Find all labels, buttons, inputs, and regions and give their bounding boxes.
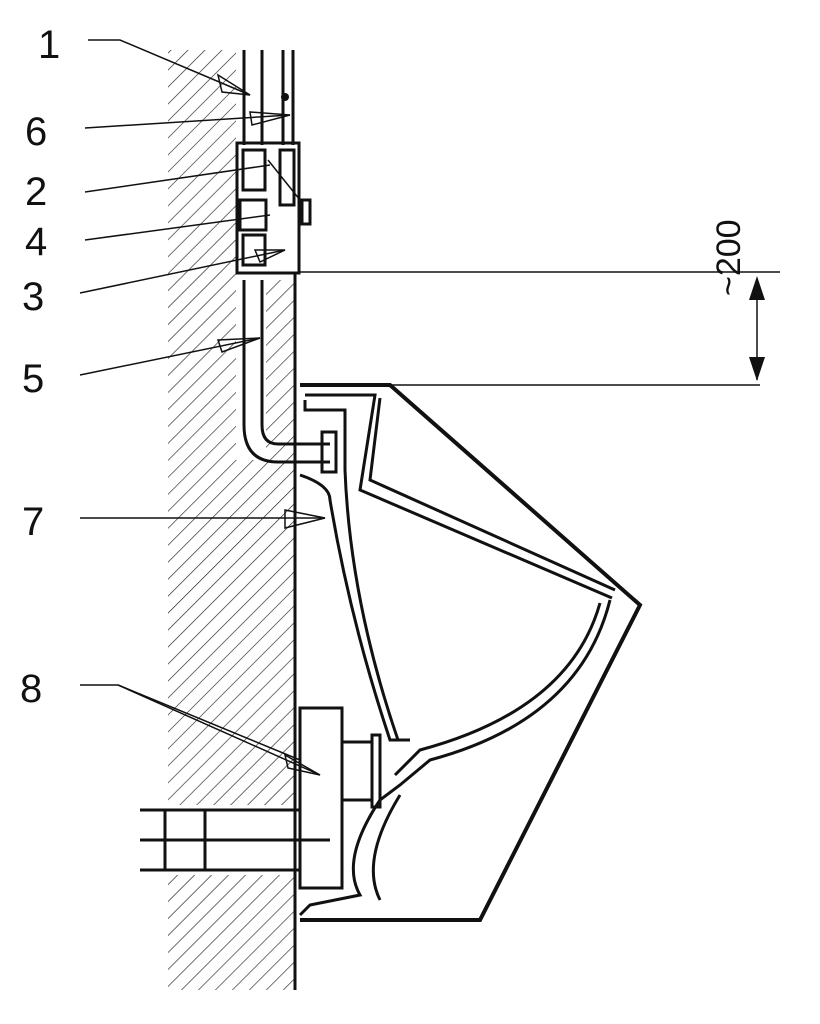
dimension-label: ~200 xyxy=(710,219,748,296)
label-2: 2 xyxy=(25,170,47,214)
urinal-bowl xyxy=(298,383,643,922)
flush-valve xyxy=(235,141,312,275)
label-3: 3 xyxy=(22,275,44,319)
label-1: 1 xyxy=(38,23,60,67)
height-dimension: ~200 xyxy=(300,219,780,386)
supply-pipe xyxy=(242,50,338,474)
label-4: 4 xyxy=(25,220,47,264)
label-7: 7 xyxy=(22,500,44,544)
label-8: 8 xyxy=(20,667,42,711)
label-6: 6 xyxy=(25,110,47,154)
leader-lines xyxy=(79,39,326,776)
label-5: 5 xyxy=(22,357,44,401)
waste-connector xyxy=(140,706,382,890)
